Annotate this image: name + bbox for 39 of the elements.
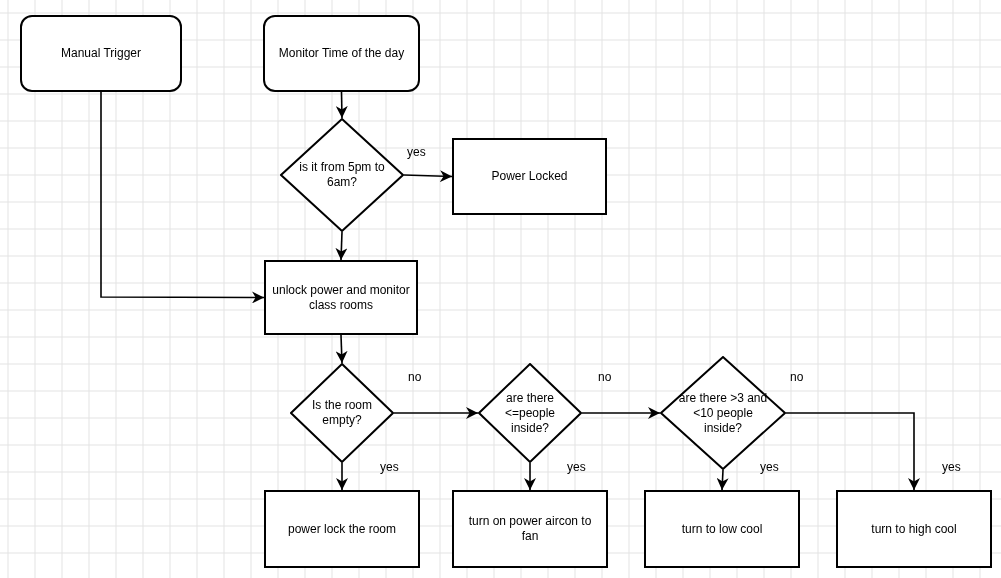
edge-label: yes xyxy=(407,145,426,159)
node-text: Monitor Time of the day xyxy=(278,46,405,61)
edge-label: no xyxy=(598,370,612,384)
node-text: are there <=people inside? xyxy=(503,390,557,436)
arrow xyxy=(393,407,479,419)
node-text: are there >3 and <10 people inside? xyxy=(677,390,769,436)
edge-label: no xyxy=(790,370,804,384)
node-text: is it from 5pm to 6am? xyxy=(298,160,386,190)
process-box xyxy=(452,138,607,215)
edge-label: no xyxy=(408,370,422,384)
node-text: Is the room empty? xyxy=(311,398,373,428)
arrow xyxy=(716,469,729,491)
edge-label: yes xyxy=(760,460,779,474)
arrow xyxy=(335,231,348,261)
node-text: turn to low cool xyxy=(681,521,763,537)
arrow xyxy=(336,462,348,491)
edge-label: yes xyxy=(380,460,399,474)
process-box xyxy=(836,490,992,568)
start-box xyxy=(263,15,420,92)
process-box xyxy=(264,490,420,568)
arrow xyxy=(100,91,265,304)
arrow xyxy=(524,462,536,491)
node-text: Manual Trigger xyxy=(60,46,141,61)
process-box xyxy=(264,260,418,335)
process-box xyxy=(644,490,800,568)
arrow xyxy=(335,91,348,119)
note-text: yes xyxy=(942,460,961,474)
process-box xyxy=(452,490,608,568)
arrow xyxy=(785,412,920,491)
node-text: turn to high cool xyxy=(871,521,957,537)
arrow xyxy=(403,170,453,183)
edge-label: yes xyxy=(567,460,586,474)
arrow xyxy=(581,407,661,419)
arrow xyxy=(335,334,348,364)
start-box xyxy=(20,15,182,92)
node-text: unlock power and monitor class rooms xyxy=(272,282,410,313)
node-text: turn on power aircon to fan xyxy=(467,514,593,544)
node-text: power lock the room xyxy=(287,521,396,537)
node-text: Power Locked xyxy=(491,169,568,184)
